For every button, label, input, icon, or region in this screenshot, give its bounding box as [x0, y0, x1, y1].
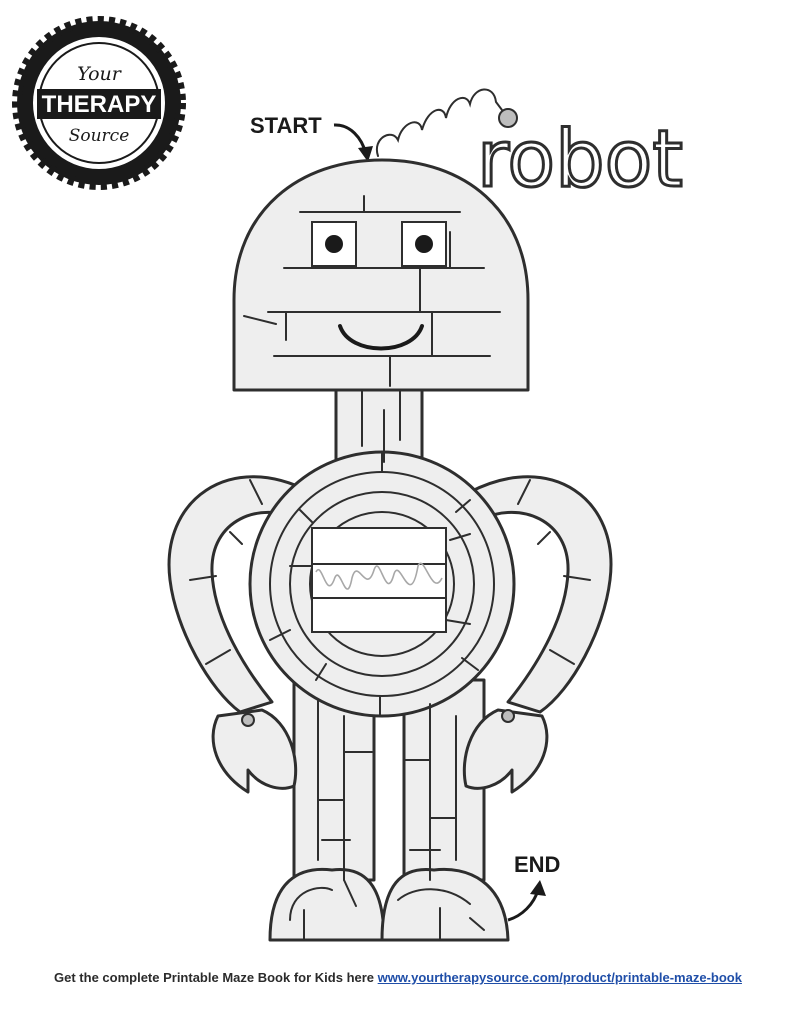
- left-claw: [211, 708, 298, 794]
- maze-title: robot: [477, 115, 683, 205]
- end-label: END: [514, 852, 560, 877]
- footer-link[interactable]: www.yourtherapysource.com/product/printa…: [377, 970, 742, 985]
- right-foot: [380, 867, 510, 942]
- robot-maze: [167, 158, 613, 942]
- footer-text: Get the complete Printable Maze Book for…: [54, 970, 375, 985]
- robot-smile: [338, 324, 424, 351]
- logo-text-your: Your: [77, 63, 123, 85]
- heartbeat-line: [315, 562, 443, 590]
- start-label: START: [250, 113, 322, 138]
- antenna-ball: [498, 108, 518, 128]
- therapy-source-logo: Your THERAPY Source: [12, 16, 186, 190]
- robot-head: [232, 158, 530, 392]
- end-arrow: [507, 889, 540, 922]
- logo-text-therapy: THERAPY: [42, 91, 157, 118]
- right-arm: [468, 475, 613, 714]
- right-claw: [462, 708, 549, 794]
- footer: Get the complete Printable Maze Book for…: [0, 970, 796, 985]
- logo-text-source: Source: [69, 126, 130, 146]
- left-foot: [268, 867, 386, 942]
- antenna-spring: [375, 88, 506, 157]
- chest-panel: [311, 527, 447, 633]
- neck: [334, 384, 424, 464]
